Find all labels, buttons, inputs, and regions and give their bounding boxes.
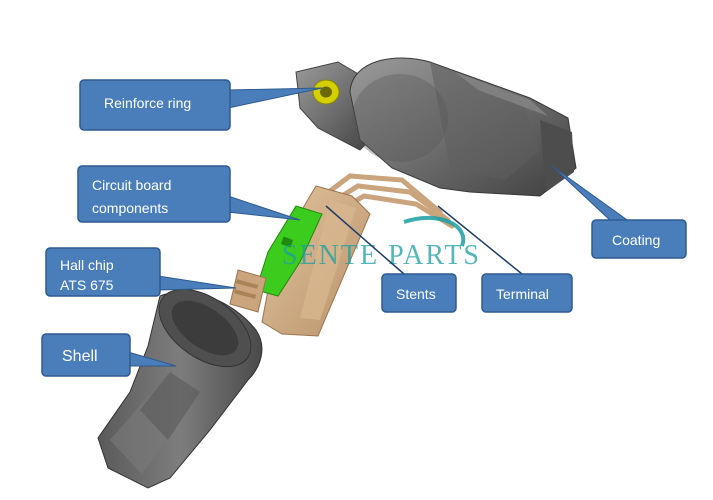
label-terminal: Terminal <box>496 286 549 302</box>
callout-stents: Stents <box>325 205 457 313</box>
coating-body <box>295 57 577 197</box>
label-stents: Stents <box>396 286 436 302</box>
watermark-text: SENTE PARTS <box>282 240 481 271</box>
label-reinforce-ring: Reinforce ring <box>104 95 191 111</box>
label-hall-chip-line2: ATS 675 <box>60 277 114 293</box>
reinforce-ring <box>312 79 340 105</box>
callout-shell: Shell <box>41 333 177 377</box>
label-circuit-board-line1: Circuit board <box>92 177 171 193</box>
watermark: SENTE PARTS <box>282 215 481 271</box>
label-hall-chip-line1: Hall chip <box>60 257 114 273</box>
callout-terminal: Terminal <box>437 205 573 313</box>
callout-reinforce-ring: Reinforce ring <box>79 79 323 131</box>
callout-hall-chip: Hall chip ATS 675 <box>45 247 237 297</box>
callout-circuit-board: Circuit board components <box>77 165 301 223</box>
callout-coating: Coating <box>551 165 687 259</box>
circuit-board <box>255 205 323 297</box>
stents-frame <box>229 185 371 337</box>
label-coating: Coating <box>612 232 660 248</box>
label-circuit-board-line2: components <box>92 200 168 216</box>
label-shell: Shell <box>62 348 98 365</box>
shell-body <box>97 288 263 489</box>
